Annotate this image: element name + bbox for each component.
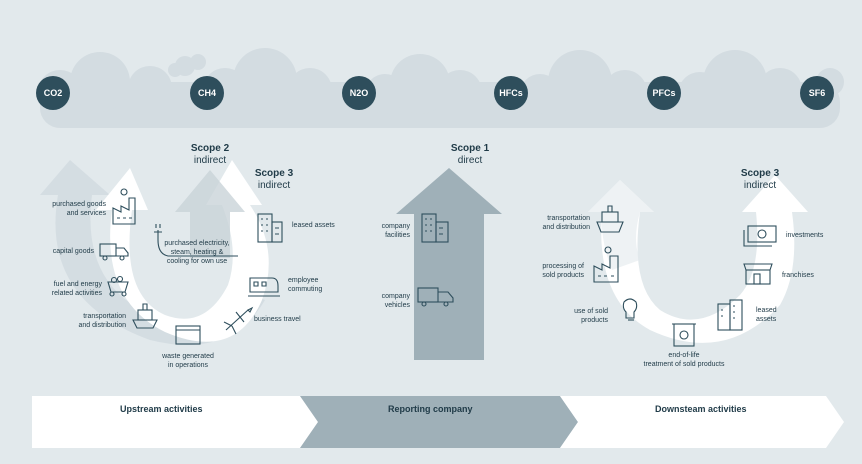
train-icon <box>248 277 280 297</box>
gas-hfcs: HFCs <box>494 76 528 110</box>
upstream-cycle-arrow <box>40 160 269 345</box>
cloud-band <box>38 48 844 128</box>
label-business-travel: business travel <box>254 316 301 323</box>
money-icon <box>743 225 777 247</box>
truck-icon-vehicles <box>417 287 454 307</box>
band-upstream: Upstream activities <box>120 404 203 414</box>
ship-icon <box>132 303 158 329</box>
gas-ch4: CH4 <box>190 76 224 110</box>
building-icon-facilities <box>421 213 449 243</box>
factory-icon-downstream <box>593 246 619 283</box>
airplane-icon <box>223 306 254 335</box>
band-downstream: Downsteam activities <box>655 404 747 414</box>
building-icon-downstream <box>717 299 743 331</box>
label-investments: investments <box>786 232 824 239</box>
recycle-bin-icon <box>672 323 696 347</box>
coal-cart-icon <box>107 275 129 297</box>
bulb-icon <box>622 298 638 321</box>
scope1-arrow <box>396 168 502 360</box>
activity-band <box>32 396 844 448</box>
building-icon-upstream <box>257 213 283 243</box>
gas-co2: CO2 <box>36 76 70 110</box>
gas-pfcs: PFCs <box>647 76 681 110</box>
factory-icon <box>112 188 136 225</box>
gas-sf6: SF6 <box>800 76 834 110</box>
label-capital-goods: capital goods <box>52 248 94 255</box>
plug-icon <box>154 224 238 257</box>
truck-icon <box>99 243 129 261</box>
downstream-cycle-arrow <box>588 175 808 343</box>
gas-n2o: N2O <box>342 76 376 110</box>
ship-icon-downstream <box>596 205 624 233</box>
shop-icon <box>743 263 773 285</box>
label-upstream-leased-assets: leased assets <box>292 222 335 229</box>
label-franchises: franchises <box>782 272 814 279</box>
waste-container-icon <box>175 325 201 345</box>
band-reporting: Reporting company <box>388 404 473 414</box>
label-purchased-electricity: purchased electricity,steam, heating &co… <box>164 240 230 265</box>
